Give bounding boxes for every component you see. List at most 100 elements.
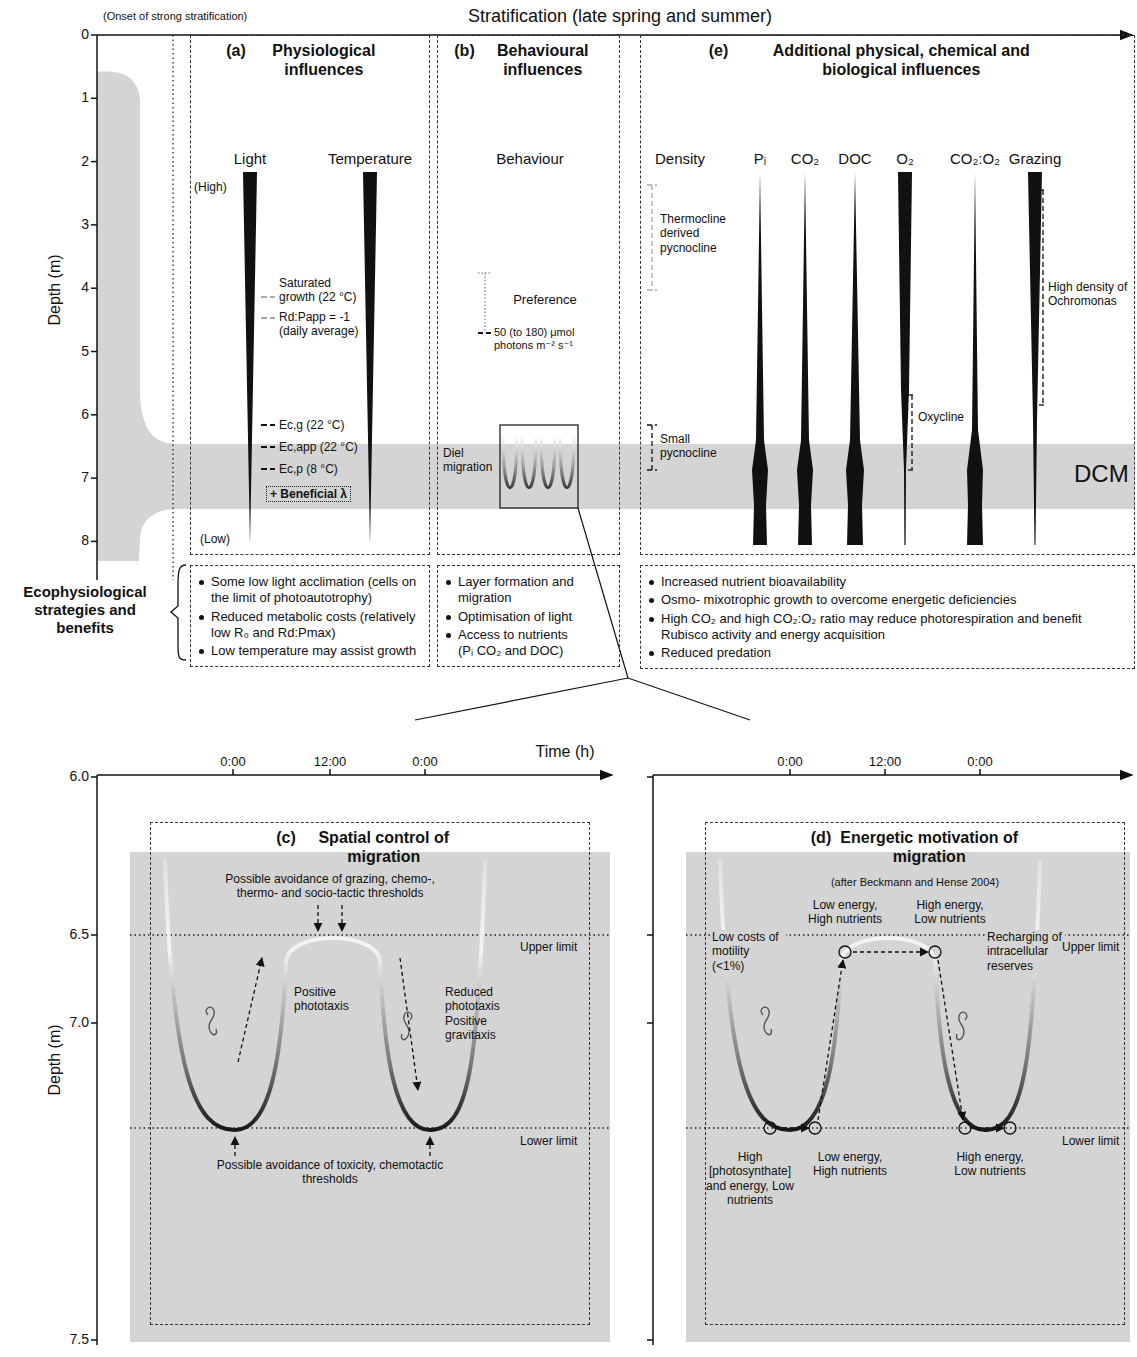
bullet-dot	[649, 617, 654, 622]
axis-tick-label: 3	[81, 216, 89, 233]
depth-brackets	[647, 469, 657, 470]
panel-heading: Spatial control of migration	[304, 828, 464, 866]
cell-glyph	[761, 1007, 771, 1034]
annotation: Recharging of intracellular reserves	[985, 930, 1065, 973]
threshold-marks	[261, 468, 275, 470]
depth-brackets	[908, 394, 916, 395]
annotation: Oxycline	[918, 410, 964, 424]
stratification-profile	[97, 72, 1135, 561]
depth-brackets	[647, 425, 657, 470]
axes	[91, 34, 97, 36]
time-tick-label: 0:00	[967, 754, 992, 770]
energy-states	[853, 951, 928, 952]
zoom-leader	[415, 678, 750, 720]
lower-axes	[789, 769, 791, 775]
bullet-row: Optimisation of light	[446, 609, 585, 625]
bullet-text: Low temperature may assist growth	[211, 643, 416, 659]
diel-migration-inset	[500, 425, 578, 508]
annotation: Positive phototaxis	[292, 985, 362, 1014]
taxis-arrows	[341, 905, 342, 931]
zoom-leader	[578, 508, 628, 678]
axis-title: Time (h)	[536, 742, 595, 761]
lower-axes	[647, 776, 653, 778]
profile-wedges	[363, 172, 377, 545]
depth-brackets	[647, 289, 657, 290]
lower-axes	[97, 774, 612, 776]
preference-range	[478, 332, 491, 334]
annotation: Low energy, High nutrients	[803, 898, 887, 927]
bullet-dot	[649, 598, 654, 603]
stratification-profile	[97, 72, 1135, 561]
annotation: Upper limit	[520, 940, 577, 954]
lower-axes	[884, 769, 886, 775]
annotation: Density	[655, 150, 705, 168]
bullet-dot	[199, 580, 204, 585]
axes	[91, 35, 1132, 580]
annotation: Grazing	[1009, 150, 1062, 168]
energy-states	[959, 1122, 971, 1134]
axis-tick-label: 6.5	[70, 926, 89, 943]
profile-wedges	[898, 172, 912, 545]
bullet-dot	[199, 615, 204, 620]
depth-brackets	[1042, 190, 1043, 405]
annotation: O₂	[896, 150, 914, 168]
annotation: High energy, Low nutrients	[908, 898, 992, 927]
threshold-marks	[261, 424, 275, 426]
annotation: DCM	[1074, 460, 1129, 489]
annotation: Ec,p (8 °C)	[279, 462, 338, 476]
lower-axes	[647, 1339, 653, 1341]
bullet-text: Osmo- mixotrophic growth to overcome ene…	[661, 592, 1016, 608]
depth-brackets	[647, 185, 1047, 470]
diel-migration-inset	[541, 436, 555, 488]
lower-axes	[91, 776, 97, 778]
time-tick-label: 0:00	[220, 754, 245, 770]
axis-title: Depth (m)	[45, 1024, 64, 1095]
depth-brackets	[1039, 190, 1047, 405]
bullet-row: Low temperature may assist growth	[199, 643, 421, 659]
energy-states	[764, 1122, 776, 1134]
lower-axes	[653, 774, 1132, 776]
bullet-dot	[199, 649, 204, 654]
annotation: Preference	[513, 292, 577, 308]
axis-tick-label: 7	[81, 469, 89, 486]
bullet-text: Access to nutrients (Pᵢ CO₂ and DOC)	[458, 627, 585, 660]
lower-axes	[232, 769, 234, 775]
axes	[91, 224, 97, 226]
annotation: + Beneficial λ	[266, 486, 351, 502]
axis-tick-label: 6.0	[70, 768, 89, 785]
depth-brackets	[647, 424, 657, 425]
lower-axes	[91, 934, 97, 936]
energy-states	[776, 1127, 809, 1128]
bullet-row: Access to nutrients (Pᵢ CO₂ and DOC)	[446, 627, 585, 660]
axes	[172, 35, 173, 580]
axis-tick-label: 8	[81, 532, 89, 549]
panel-heading: Additional physical, chemical and biolog…	[736, 41, 1066, 79]
profile-wedges	[846, 172, 864, 545]
migration-grounds	[130, 852, 1130, 1342]
time-tick-label: 12:00	[869, 754, 902, 770]
lower-axes	[647, 934, 653, 936]
panel-letter: (e)	[709, 41, 729, 60]
taxis-arrows	[234, 1137, 235, 1156]
title: Stratification (late spring and summer)	[468, 6, 772, 28]
energy-states	[764, 946, 1016, 1134]
axis-tick-label: 7.0	[70, 1014, 89, 1031]
diel-migration-inset	[503, 436, 574, 488]
taxis-arrows	[317, 905, 318, 931]
panel-header: (a)Physiological influences	[191, 36, 429, 79]
strategy-box: Increased nutrient bioavailabilityOsmo- …	[640, 565, 1135, 669]
annotation: Ec,g (22 °C)	[279, 418, 344, 432]
influence-panel: (d)Energetic motivation of migration	[705, 822, 1125, 1325]
preference-range	[478, 273, 492, 333]
lower-axes	[329, 769, 331, 775]
lower-axes	[91, 769, 980, 1340]
migration-path	[720, 860, 1040, 1130]
annotation: Lower limit	[520, 1134, 577, 1148]
energy-states	[839, 946, 851, 958]
profile-wedges	[243, 172, 1042, 545]
bullet-row: High CO₂ and high CO₂:O₂ ratio may reduc…	[649, 611, 1126, 644]
taxis-arrows	[429, 1137, 430, 1156]
lower-axes	[91, 1339, 97, 1341]
profile-wedges	[1028, 172, 1042, 545]
bullet-text: Some low light acclimation (cells on the…	[211, 574, 421, 607]
